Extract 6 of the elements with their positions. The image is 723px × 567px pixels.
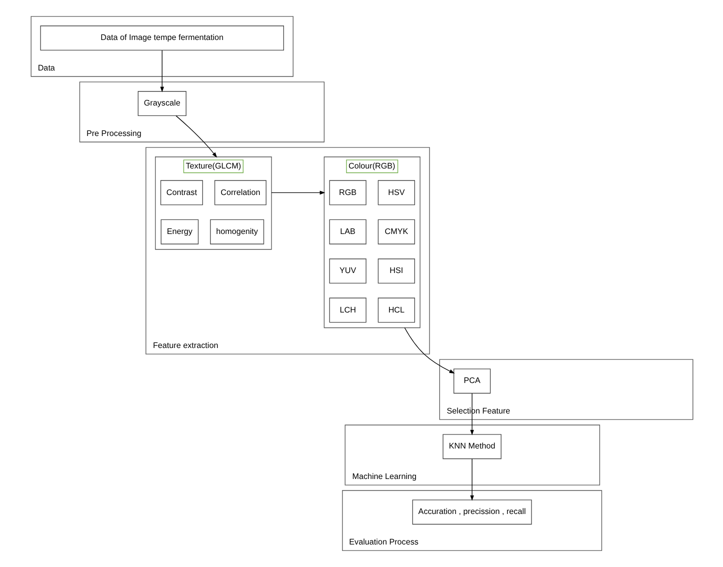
arrow (470, 458, 474, 501)
arrow (404, 327, 454, 374)
arrow (270, 190, 325, 195)
arrow (175, 115, 217, 158)
arrow (160, 50, 164, 92)
arrow (470, 393, 474, 436)
